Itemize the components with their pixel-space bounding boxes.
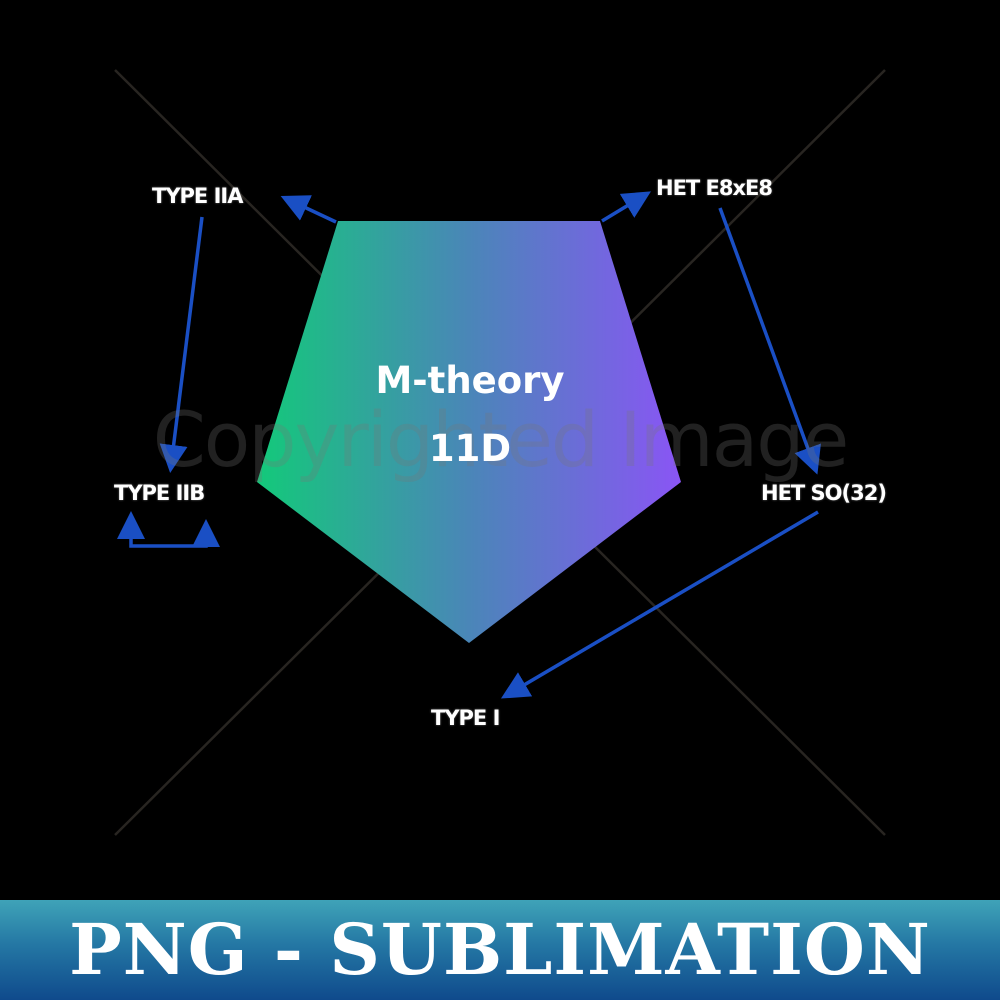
arrow-type-iib-self-loop: [129, 519, 220, 548]
diagram-canvas: Copyrighted Image M-theory 11D TYPE IIA …: [114, 69, 887, 836]
node-het-e8xe8: HET E8xE8: [656, 176, 773, 200]
sublimation-banner: PNG - SUBLIMATION: [0, 900, 1000, 1000]
node-het-so32: HET SO(32): [761, 481, 887, 505]
diagram-graphics: [114, 69, 886, 836]
arrow-mtheory-to-type-iia: [280, 195, 337, 224]
m-theory-dimension: 11D: [428, 427, 512, 470]
m-theory-title: M-theory: [375, 359, 565, 402]
arrows: [117, 191, 821, 699]
arrow-het-so32-to-type-i: [500, 510, 819, 699]
arrow-mtheory-to-het-e8xe8: [601, 191, 651, 223]
arrow-het-e8xe8-to-het-so32: [718, 207, 821, 475]
banner-text: PNG - SUBLIMATION: [69, 908, 931, 991]
node-type-i: TYPE I: [431, 706, 500, 730]
arrow-type-iia-to-type-iib: [159, 216, 204, 473]
node-type-iib: TYPE IIB: [114, 481, 205, 505]
node-type-iia: TYPE IIA: [152, 184, 243, 208]
m-theory-pentagon: [257, 221, 681, 643]
